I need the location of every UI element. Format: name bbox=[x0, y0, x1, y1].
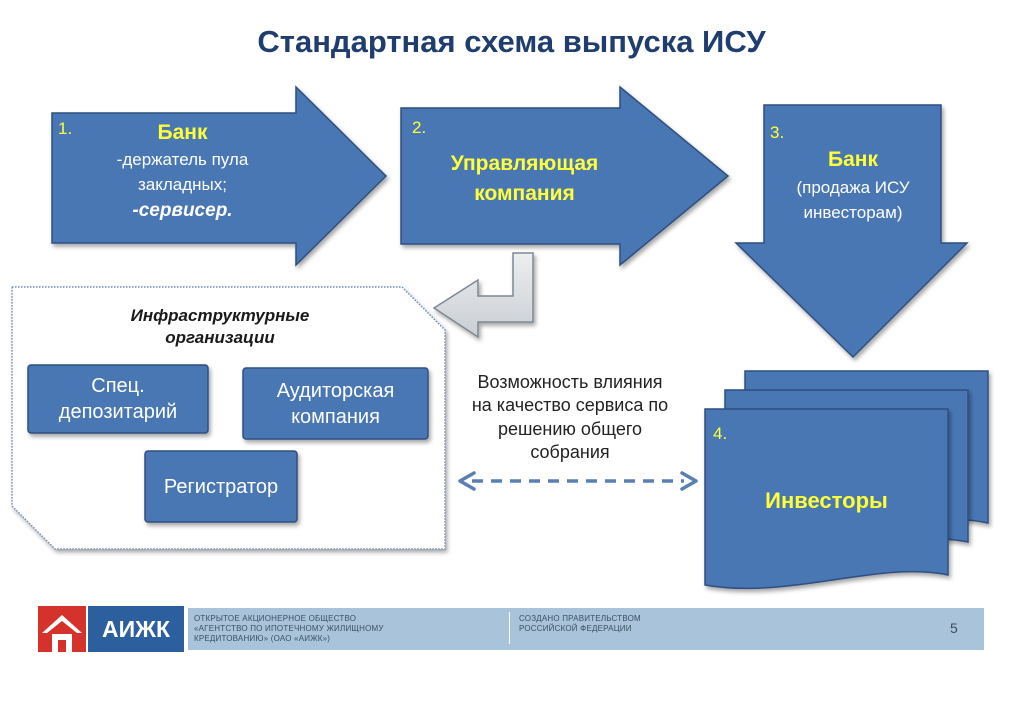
footer-divider bbox=[509, 612, 510, 644]
audit-line-2: компания bbox=[291, 405, 380, 428]
step-3-line-2: инвесторам) bbox=[803, 202, 903, 222]
influence-line-2: на качество сервиса по bbox=[471, 395, 669, 416]
audit-line-1: Аудиторская bbox=[276, 379, 395, 402]
registrar-label: Регистратор bbox=[163, 475, 279, 498]
return-arrow bbox=[432, 252, 534, 339]
step-1-line-1: -держатель пула bbox=[116, 150, 249, 169]
registrar-box bbox=[144, 450, 298, 523]
gov-line-1: СОЗДАНО ПРАВИТЕЛЬСТВОМ bbox=[519, 614, 641, 623]
infrastructure-panel bbox=[11, 286, 446, 550]
influence-line-1: Возможность влияния bbox=[477, 372, 663, 392]
infrastructure-heading-line-2: организации bbox=[165, 328, 275, 348]
brand-logo: АИЖК bbox=[88, 606, 184, 652]
org-name: ОТКРЫТОЕ АКЦИОНЕРНОЕ ОБЩЕСТВО «АГЕНТСТВО… bbox=[194, 614, 384, 644]
gov-note: СОЗДАНО ПРАВИТЕЛЬСТВОМ РОССИЙСКОЙ ФЕДЕРА… bbox=[519, 614, 641, 634]
step-2-label: Управляющая компания bbox=[412, 149, 637, 210]
step-4-number: 4. bbox=[713, 424, 728, 443]
audit-label: Аудиторская компания bbox=[243, 368, 428, 439]
arrow-step-1 bbox=[51, 85, 388, 267]
org-line-3: КРЕДИТОВАНИЮ» (ОАО «АИЖК») bbox=[194, 634, 331, 643]
page-number: 5 bbox=[950, 620, 958, 636]
step-2-number: 2. bbox=[412, 118, 427, 137]
org-line-1: ОТКРЫТОЕ АКЦИОНЕРНОЕ ОБЩЕСТВО bbox=[194, 614, 357, 623]
depositary-label: Спец. депозитарий bbox=[28, 365, 208, 433]
audit-box bbox=[242, 367, 429, 440]
depositary-line-1: Спец. bbox=[91, 375, 145, 397]
influence-text: Возможность влияния на качество сервиса … bbox=[448, 371, 692, 465]
page-title: Стандартная схема выпуска ИСУ bbox=[257, 24, 766, 59]
gov-line-2: РОССИЙСКОЙ ФЕДЕРАЦИИ bbox=[519, 624, 632, 633]
step-3-heading: Банк bbox=[828, 148, 878, 171]
depositary-box bbox=[27, 364, 209, 434]
influence-line-3: решению общего bbox=[497, 418, 643, 439]
step-3-line-1: (продажа ИСУ bbox=[796, 178, 910, 197]
org-line-2: «АГЕНТСТВО ПО ИПОТЕЧНОМУ ЖИЛИЩНОМУ bbox=[194, 624, 384, 633]
house-logo-icon bbox=[38, 606, 86, 652]
step-3-number: 3. bbox=[770, 123, 785, 142]
infrastructure-heading-line-1: Инфраструктурные bbox=[130, 306, 310, 325]
influence-double-arrow bbox=[458, 471, 698, 491]
influence-line-4: собрания bbox=[530, 442, 610, 463]
step-1-line-3: -сервисер. bbox=[132, 200, 233, 222]
investors-heading: Инвесторы bbox=[765, 488, 888, 513]
step-2-line-2: компания bbox=[474, 182, 575, 206]
arrow-step-3 bbox=[734, 104, 969, 359]
depositary-line-2: депозитарий bbox=[58, 401, 178, 423]
step-1-label: Банк -держатель пула закладных; -сервисе… bbox=[60, 121, 305, 225]
footer-band bbox=[188, 608, 984, 650]
step-2-line-1: Управляющая bbox=[450, 152, 599, 175]
investors-doc-front bbox=[704, 408, 949, 590]
step-1-number: 1. bbox=[58, 119, 73, 138]
step-3-label: Банк (продажа ИСУ инвесторам) bbox=[768, 148, 938, 225]
step-1-heading: Банк bbox=[157, 121, 208, 144]
step-1-line-2: закладных; bbox=[137, 174, 227, 194]
arrow-step-2 bbox=[400, 85, 730, 267]
infrastructure-heading: Инфраструктурные организации bbox=[90, 305, 350, 349]
